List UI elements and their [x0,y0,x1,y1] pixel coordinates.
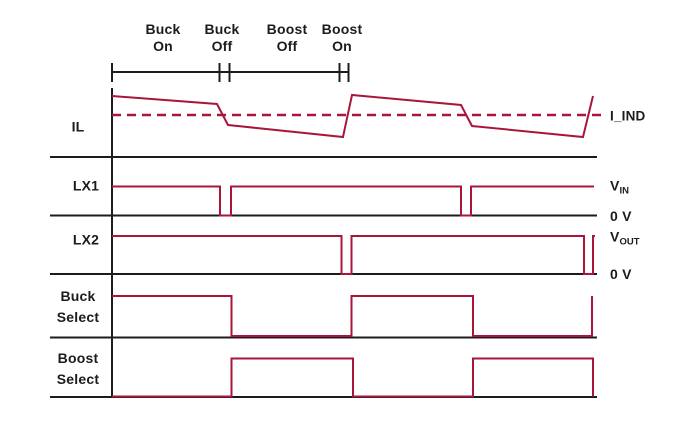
boost-select-waveform [112,357,594,398]
row-label-line: Select [56,308,100,325]
phase-state: Off [276,38,298,54]
phase-word: Boost [321,21,363,37]
annotation-vin-main: V [610,177,620,193]
phase-word: Buck [204,21,240,37]
row-label-lx2: LX2 [72,231,100,248]
phase-state: On [332,38,352,54]
annotation-i-ind: I_IND [610,108,646,124]
annotation-vout-main: V [610,228,620,244]
row-label-boost-select: Boost Select [57,348,99,390]
il-waveform [111,93,594,139]
signal-waveforms [111,93,603,398]
row-label-line: Buck [60,287,96,304]
lx1-waveform [112,185,594,217]
phase-label-buck-on: Buck On [145,21,180,55]
annotation-vout-sub: OUT [619,236,640,247]
phase-label-boost-on: Boost On [322,21,363,55]
row-label-line: Select [56,370,100,387]
phase-label-buck-off: Buck Off [204,21,239,55]
row-label-lx1: LX1 [72,177,100,193]
phase-state: On [153,38,173,54]
annotation-0v-lx1: 0 V [610,208,632,224]
phase-word: Boost [266,21,308,37]
annotation-0v-lx2: 0 V [610,266,632,282]
row-label-buck-select: Buck Select [57,286,99,328]
structure-lines [50,63,597,398]
annotation-vin: VIN [610,177,629,196]
phase-state: Off [211,38,233,54]
phase-label-boost-off: Boost Off [267,21,308,55]
buck-select-waveform [112,295,593,337]
phase-word: Buck [145,21,181,37]
lx2-waveform [112,235,595,275]
row-label-line: Boost [57,349,99,366]
annotation-vout: VOUT [610,228,640,247]
row-label-il: IL [71,118,85,135]
annotation-vin-sub: IN [619,185,630,196]
